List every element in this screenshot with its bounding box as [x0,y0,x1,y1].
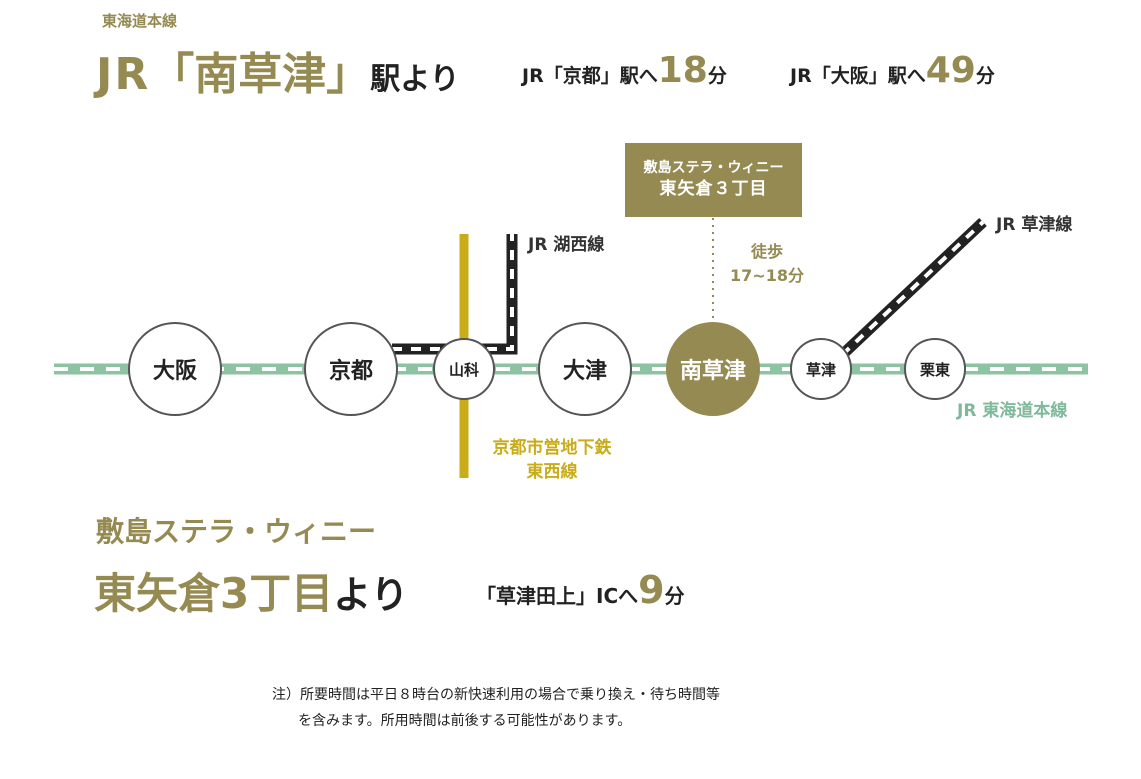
walk-label: 徒歩 [750,242,783,261]
walk-info: 徒歩 17~18分 [722,240,812,288]
destination-name: 敷島ステラ・ウィニー [643,160,784,176]
origin-name: 東矢倉3丁目 [94,569,334,618]
station-minamikusatsu: 南草津 [666,322,760,416]
kusatsu-line [838,217,987,360]
trip2-prefix: JR「大阪」駅へ [790,65,926,87]
kosei-line [392,234,518,355]
origin-heading: 東矢倉3丁目より [94,560,408,621]
note-line-1: 注）所要時間は平日８時台の新快速利用の場合で乗り換え・待ち時間等 [272,687,720,703]
walk-time: 17~18分 [730,266,804,285]
station-heading: JR「南草津」駅より [96,38,460,100]
ic-prefix: 「草津田上」ICへ [476,584,639,608]
trip1-minutes: 18 [657,50,708,91]
tokaido-line-label: JR 東海道本線 [957,401,1068,421]
station-kyoto: 京都 [304,322,398,416]
note-line-2: を含みます。所用時間は前後する可能性があります。 [298,713,632,729]
trip2-minutes: 49 [925,50,976,91]
station-name: 「南草津」 [150,49,371,100]
trip-to-kyoto: JR「京都」駅へ18分 [522,50,727,91]
trip1-prefix: JR「京都」駅へ [522,65,658,87]
note-text: 注）所要時間は平日８時台の新快速利用の場合で乗り換え・待ち時間等 を含みます。所… [272,682,720,734]
destination-box: 敷島ステラ・ウィニー 東矢倉３丁目 [625,143,802,217]
subway-line-label-1: 京都市営地下鉄 [492,438,612,458]
station-otsu: 大津 [538,322,632,416]
subway-line-label: 京都市営地下鉄 東西線 [476,436,628,484]
station-kusatsu: 草津 [790,338,852,400]
from-suffix: 駅より [370,62,460,97]
kusatsu-line-label: JR 草津線 [996,215,1073,235]
line-name-label: 東海道本線 [102,12,178,30]
destination-address: 東矢倉３丁目 [659,179,768,199]
station-ritto: 栗東 [904,338,966,400]
trip2-unit: 分 [975,65,995,87]
station-prefix: JR [96,49,151,100]
station-yamashina: 山科 [433,338,495,400]
sub-heading: 敷島ステラ・ウィニー [96,515,377,548]
station-osaka: 大阪 [128,322,222,416]
subway-line-label-2: 東西線 [526,462,578,482]
ic-minutes: 9 [638,568,665,612]
origin-suffix: より [333,573,409,617]
trip-to-osaka: JR「大阪」駅へ49分 [790,50,995,91]
kosei-line-label: JR 湖西線 [528,235,605,255]
ic-trip: 「草津田上」ICへ9分 [476,568,685,612]
ic-unit: 分 [664,584,685,608]
trip1-unit: 分 [707,65,727,87]
